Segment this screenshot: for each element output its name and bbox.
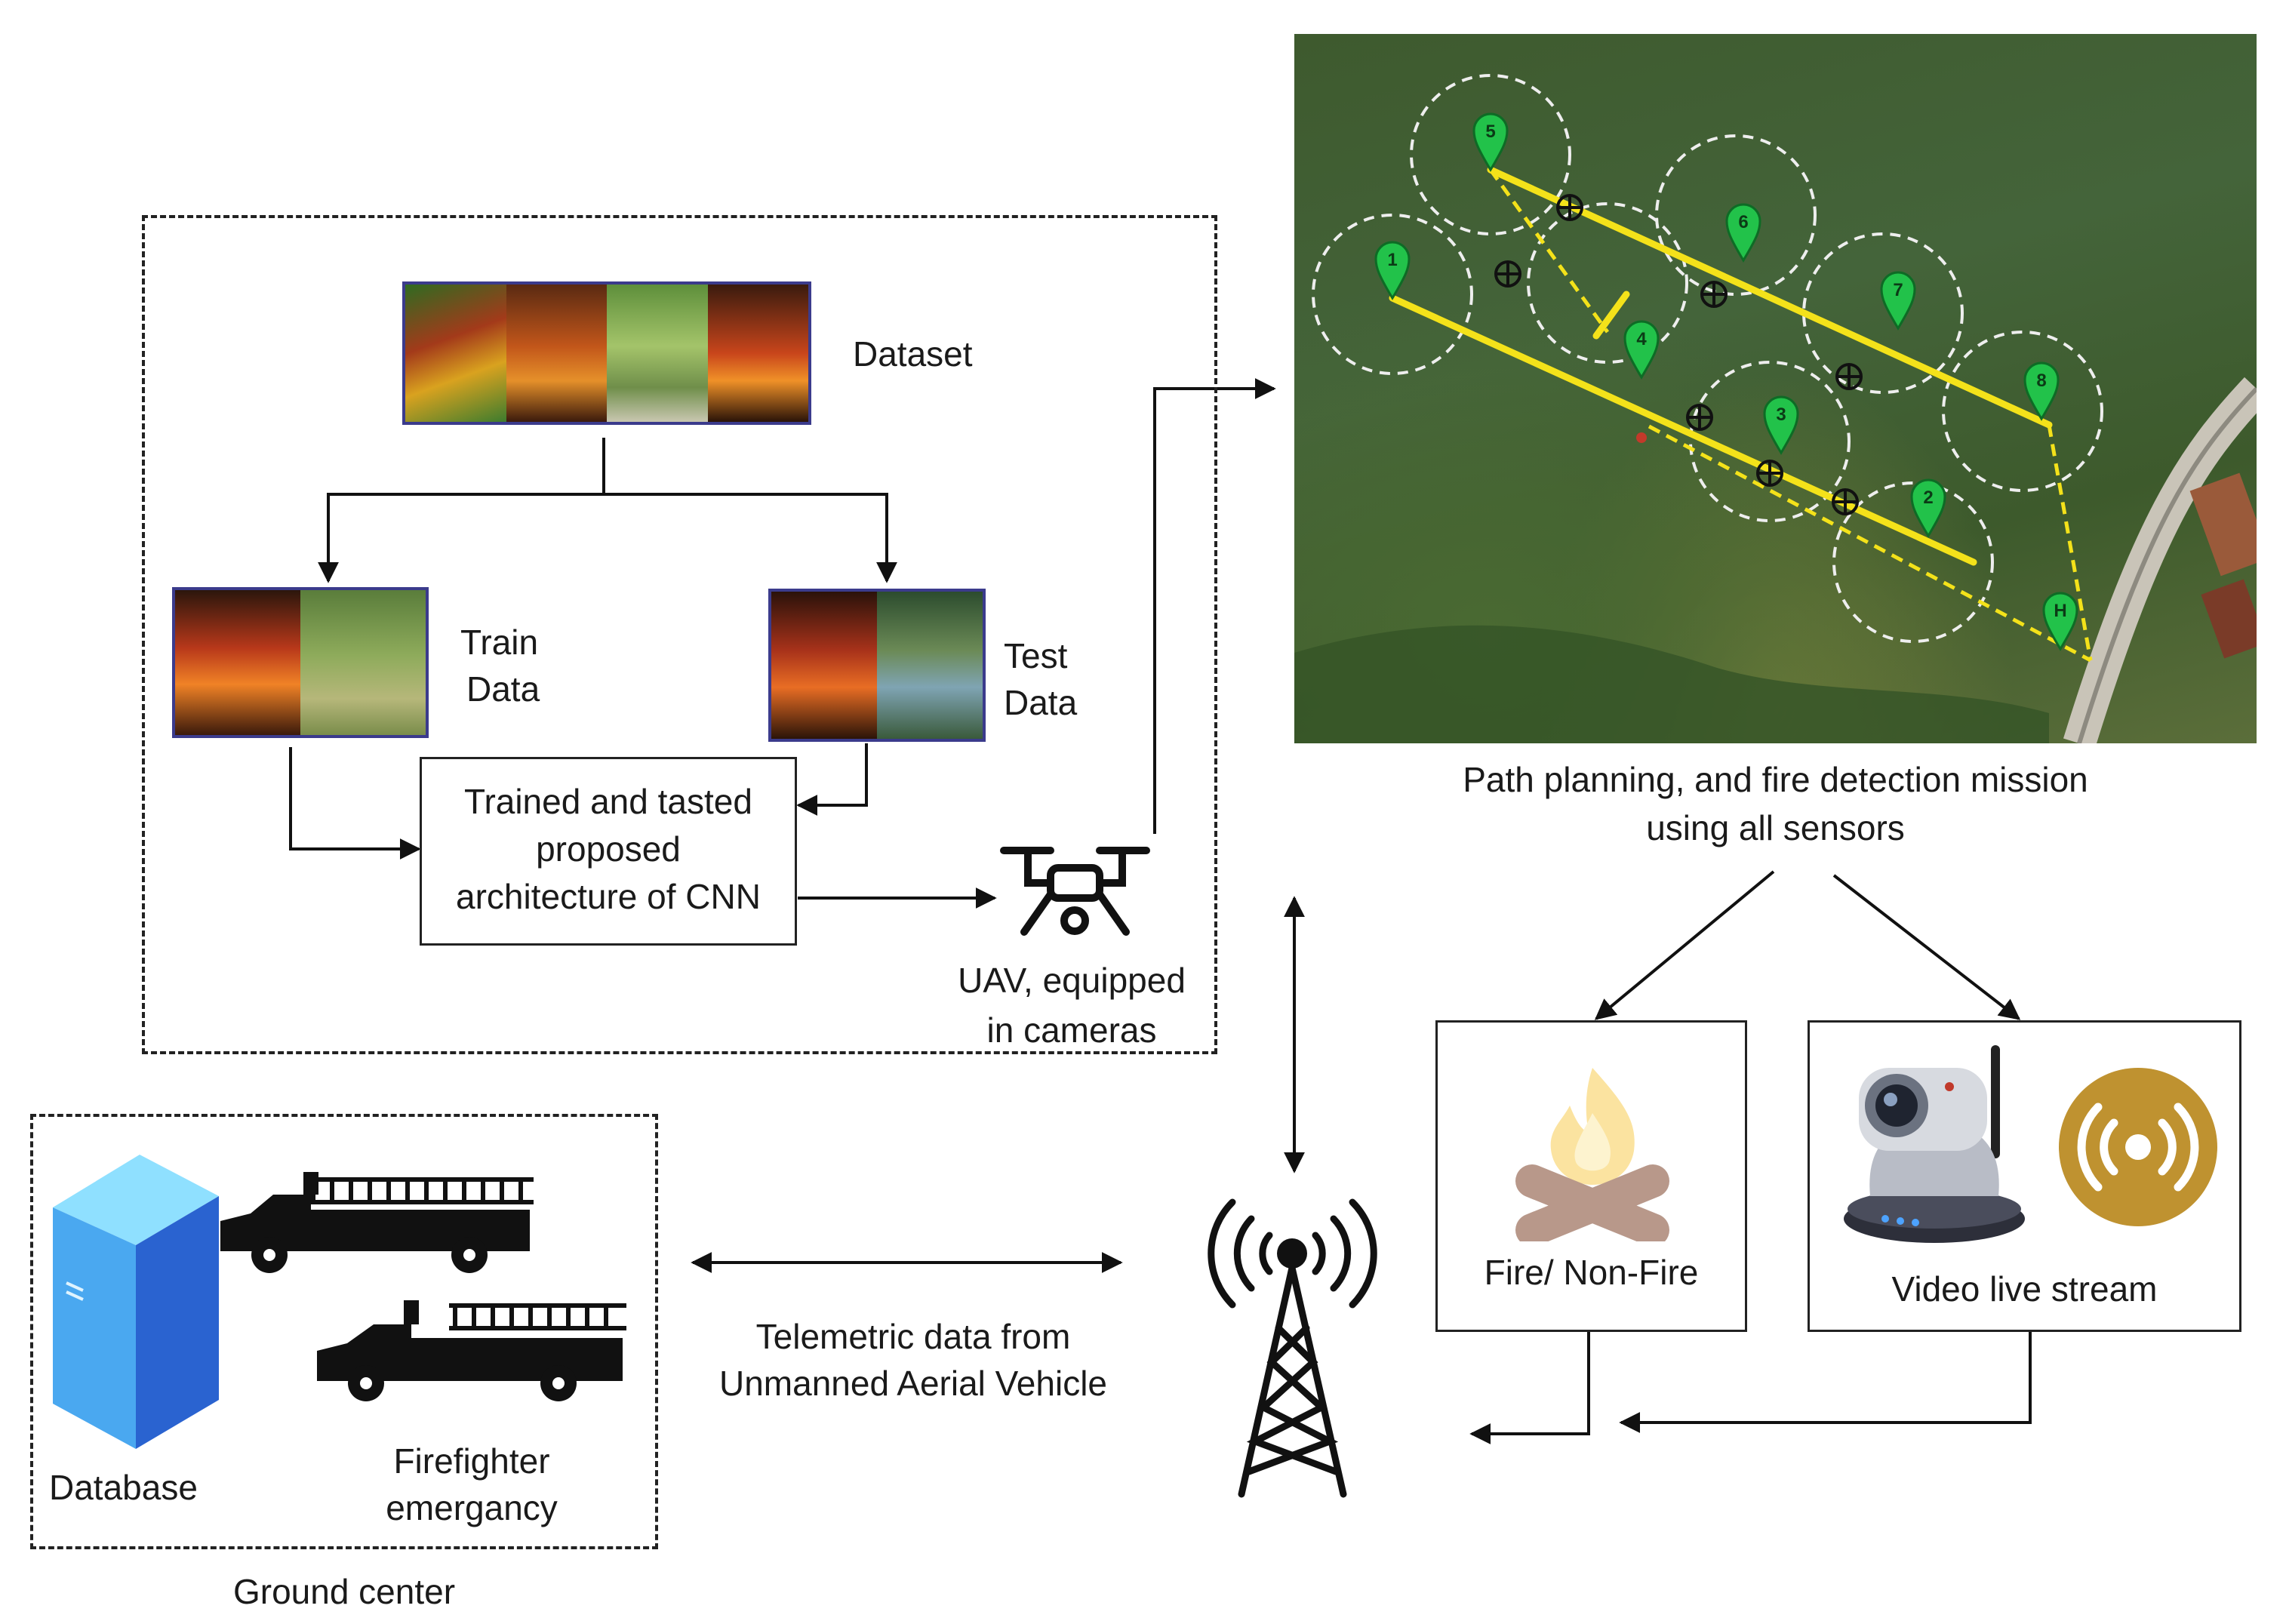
path-segment bbox=[1592, 291, 1630, 340]
ground-center-frame bbox=[30, 1114, 658, 1549]
cnn-box-line2: proposed bbox=[536, 829, 681, 869]
arrow-train-to-cnn bbox=[289, 747, 421, 860]
ip-camera-icon bbox=[1844, 1045, 2025, 1243]
test-image-strip bbox=[768, 589, 986, 742]
waypoint-pins bbox=[1374, 112, 2078, 651]
waypoint-pin-3 bbox=[1763, 395, 1799, 455]
house bbox=[2201, 579, 2257, 659]
video-stream-box: Video live stream bbox=[1808, 1020, 2241, 1332]
coverage-circle bbox=[1410, 74, 1571, 235]
drone-icon bbox=[1000, 847, 1150, 936]
arrow-to-fire-box bbox=[1594, 870, 1775, 1020]
radio-tower-icon bbox=[1208, 1198, 1377, 1498]
waypoint-num-6: 6 bbox=[1738, 212, 1748, 232]
waypoint-num-2: 2 bbox=[1923, 488, 1933, 508]
waypoint-pin-2 bbox=[1910, 478, 1946, 538]
mission-overlay: 5 1 6 4 7 3 8 2 H bbox=[1294, 74, 2257, 743]
campfire-icon bbox=[1515, 1068, 1669, 1241]
path-dashed bbox=[1648, 424, 2092, 663]
uav-label-line2: in cameras bbox=[986, 1010, 1157, 1050]
waypoint-num-7: 7 bbox=[1893, 280, 1903, 300]
waypoint-pin-7 bbox=[1880, 271, 1916, 331]
mission-map: 5 1 6 4 7 3 8 2 H bbox=[1294, 34, 2257, 743]
waypoint-pin-1 bbox=[1374, 241, 1411, 300]
cnn-architecture-box: Trained and tasted proposed architecture… bbox=[420, 757, 797, 946]
train-image-strip bbox=[172, 587, 429, 738]
arrow-uav-to-map bbox=[1153, 378, 1276, 834]
arrow-test-to-cnn bbox=[796, 743, 868, 816]
waypoint-num-8: 8 bbox=[2036, 371, 2046, 391]
coverage-circle bbox=[1802, 232, 1964, 394]
video-box-label: Video live stream bbox=[1891, 1269, 2158, 1309]
waypoint-pin-h bbox=[2042, 592, 2078, 651]
fire-box-label: Fire/ Non-Fire bbox=[1484, 1253, 1699, 1292]
house bbox=[2189, 472, 2257, 577]
fire-truck-icon bbox=[220, 1172, 534, 1273]
telemetry-label-line1: Telemetric data from bbox=[755, 1317, 1071, 1356]
path-dashed bbox=[1488, 168, 1610, 334]
path-dashed bbox=[2047, 424, 2093, 661]
coverage-circle bbox=[1312, 214, 1473, 375]
test-label-line2: Data bbox=[1004, 683, 1078, 722]
path-segment bbox=[1389, 294, 1977, 566]
waypoint-pin-4 bbox=[1623, 320, 1660, 380]
path-segment bbox=[1487, 166, 2053, 429]
database-label: Database bbox=[49, 1468, 198, 1507]
coverage-circle bbox=[1832, 481, 1994, 643]
coverage-circle bbox=[1942, 331, 2103, 492]
waypoint-pin-5 bbox=[1472, 112, 1509, 172]
database-server-icon bbox=[53, 1155, 219, 1449]
dataset-image-strip bbox=[402, 281, 811, 425]
arrow-to-test bbox=[604, 493, 897, 583]
coverage-circle bbox=[1689, 361, 1851, 522]
fire-classification-box: Fire/ Non-Fire bbox=[1435, 1020, 1747, 1332]
coverage-circle bbox=[1527, 202, 1688, 364]
waypoint-pin-6 bbox=[1725, 203, 1761, 263]
train-label-line2: Data bbox=[466, 669, 540, 709]
firefighter-label-line1: Firefighter bbox=[393, 1441, 550, 1481]
telemetry-label-line2: Unmanned Aerial Vehicle bbox=[719, 1364, 1107, 1403]
mission-caption-line2: using all sensors bbox=[1646, 808, 1905, 847]
arrow-to-train bbox=[318, 493, 604, 583]
ground-center-title: Ground center bbox=[232, 1572, 456, 1611]
training-block-frame bbox=[142, 215, 1217, 1054]
cnn-box-line3: architecture of CNN bbox=[456, 877, 761, 916]
broadcast-icon bbox=[2059, 1068, 2217, 1226]
fire-truck-icon bbox=[317, 1300, 626, 1401]
mission-caption-line1: Path planning, and fire detection missio… bbox=[1463, 760, 2088, 799]
waypoint-num-h: H bbox=[2054, 601, 2066, 621]
waypoint-num-4: 4 bbox=[1636, 329, 1647, 349]
arrow-to-video-box bbox=[1832, 874, 2021, 1020]
arrow-video-back bbox=[1619, 1332, 2032, 1433]
uav-label-line1: UAV, equipped bbox=[958, 961, 1186, 1000]
waypoint-pin-8 bbox=[2023, 361, 2060, 421]
crosshair-markers bbox=[1494, 194, 1863, 515]
cnn-box-line1: Trained and tasted bbox=[464, 782, 752, 821]
fire-spot bbox=[1636, 432, 1647, 443]
dataset-label: Dataset bbox=[853, 334, 973, 374]
train-label-line1: Train bbox=[460, 623, 539, 662]
test-label-line1: Test bbox=[1004, 636, 1068, 675]
waypoint-num-5: 5 bbox=[1485, 121, 1495, 142]
firefighter-label-line2: emergancy bbox=[386, 1488, 558, 1527]
coverage-circle bbox=[1655, 134, 1817, 296]
arrow-fire-back bbox=[1469, 1332, 1590, 1444]
waypoint-num-3: 3 bbox=[1776, 404, 1786, 425]
waypoint-num-1: 1 bbox=[1387, 250, 1397, 270]
